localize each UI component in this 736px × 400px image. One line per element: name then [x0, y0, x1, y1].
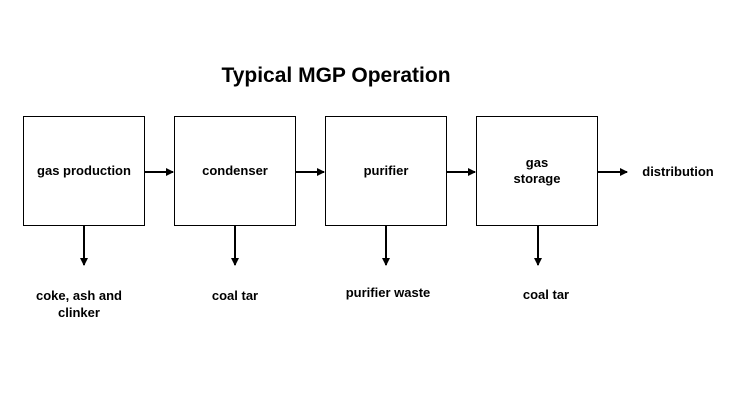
output-distribution-label: distribution: [642, 164, 714, 179]
stage-label: purifier: [363, 163, 409, 178]
byproduct-coal-tar-label: coal tar: [211, 288, 259, 303]
diagram-title: Typical MGP Operation: [221, 64, 451, 87]
stage-gas-production-box: gas production: [23, 116, 145, 226]
byproduct-coal-tar-label: coal tar: [522, 287, 570, 302]
stage-gas-storage-box: gas storage: [476, 116, 598, 226]
stage-condenser-box: condenser: [174, 116, 296, 226]
byproduct-coke-ash-clinker-label: coke, ash and clinker: [36, 288, 122, 320]
stage-label: condenser: [202, 163, 268, 178]
stage-purifier-box: purifier: [325, 116, 447, 226]
stage-label: gas storage: [513, 155, 561, 186]
stage-label: gas production: [37, 163, 131, 178]
byproduct-purifier-waste-label: purifier waste: [345, 285, 431, 300]
